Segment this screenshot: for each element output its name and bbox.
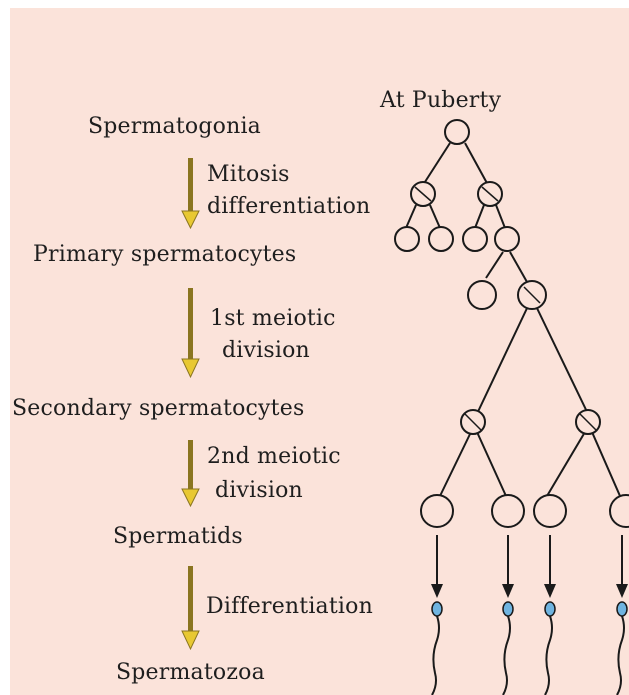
spermatozoon-3	[545, 602, 555, 695]
arrow-meiosis-1	[182, 288, 199, 377]
division-marks	[415, 187, 596, 430]
cell-gen2-a	[395, 227, 419, 251]
cell-gen2-b	[429, 227, 453, 251]
arrow-differentiation	[182, 566, 199, 649]
diagram-canvas: Spermatogonia Primary spermatocytes Seco…	[10, 8, 629, 695]
spermatozoon-4	[617, 602, 627, 695]
spermatozoon-1	[432, 602, 442, 695]
cells	[395, 120, 629, 527]
spermatid-1	[421, 495, 453, 527]
spermatid-4	[610, 495, 629, 527]
tree-graphic	[10, 8, 629, 695]
spermatozoa-group	[432, 602, 627, 695]
spermatid-3	[534, 495, 566, 527]
spermatid-2	[492, 495, 524, 527]
cell-gen2-c	[463, 227, 487, 251]
arrow-meiosis-2	[182, 440, 199, 506]
cell-gen2-d	[495, 227, 519, 251]
spermatid-arrowheads	[431, 584, 628, 598]
primary-spermatocyte-left	[468, 281, 496, 309]
spermatozoon-2	[503, 602, 513, 695]
spermatogonium-cell	[445, 120, 469, 144]
arrow-mitosis	[182, 158, 199, 228]
